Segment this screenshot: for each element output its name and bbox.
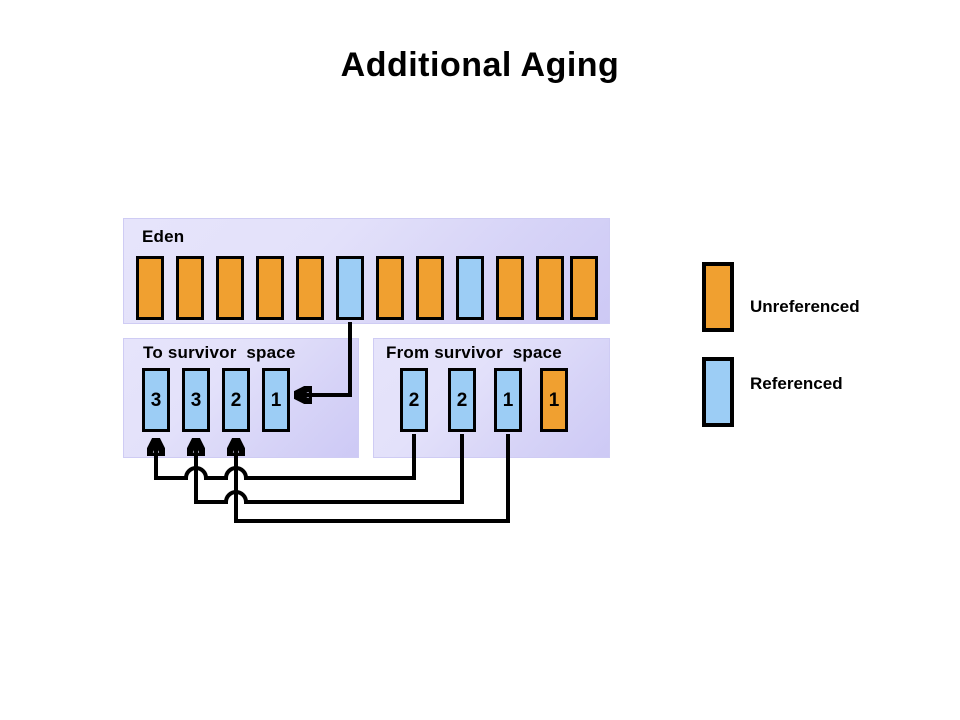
- eden-block-3[interactable]: [216, 256, 244, 320]
- legend-swatch-referenced: [702, 357, 734, 427]
- eden-block-12[interactable]: [570, 256, 598, 320]
- to-survivor-space-label: To survivor space: [143, 343, 296, 362]
- from-survivor-block-3[interactable]: 1: [494, 368, 522, 432]
- eden-block-6[interactable]: [336, 256, 364, 320]
- eden-block-2[interactable]: [176, 256, 204, 320]
- from-survivor-block-4[interactable]: 1: [540, 368, 568, 432]
- eden-block-1[interactable]: [136, 256, 164, 320]
- eden-block-11[interactable]: [536, 256, 564, 320]
- eden-block-10[interactable]: [496, 256, 524, 320]
- eden-block-9[interactable]: [456, 256, 484, 320]
- eden-block-5[interactable]: [296, 256, 324, 320]
- to-survivor-block-2[interactable]: 3: [182, 368, 210, 432]
- legend-label-referenced: Referenced: [750, 374, 843, 393]
- eden-block-4[interactable]: [256, 256, 284, 320]
- eden-region: [123, 218, 610, 324]
- from-survivor-block-2[interactable]: 2: [448, 368, 476, 432]
- legend-swatch-unreferenced: [702, 262, 734, 332]
- to-survivor-block-3[interactable]: 2: [222, 368, 250, 432]
- eden-region-label: Eden: [142, 227, 185, 246]
- page-title: Additional Aging: [340, 46, 620, 84]
- from-survivor-space-label: From survivor space: [386, 343, 562, 362]
- to-survivor-block-4[interactable]: 1: [262, 368, 290, 432]
- eden-block-8[interactable]: [416, 256, 444, 320]
- eden-block-7[interactable]: [376, 256, 404, 320]
- from-survivor-block-1[interactable]: 2: [400, 368, 428, 432]
- to-survivor-block-1[interactable]: 3: [142, 368, 170, 432]
- legend-label-unreferenced: Unreferenced: [750, 297, 860, 316]
